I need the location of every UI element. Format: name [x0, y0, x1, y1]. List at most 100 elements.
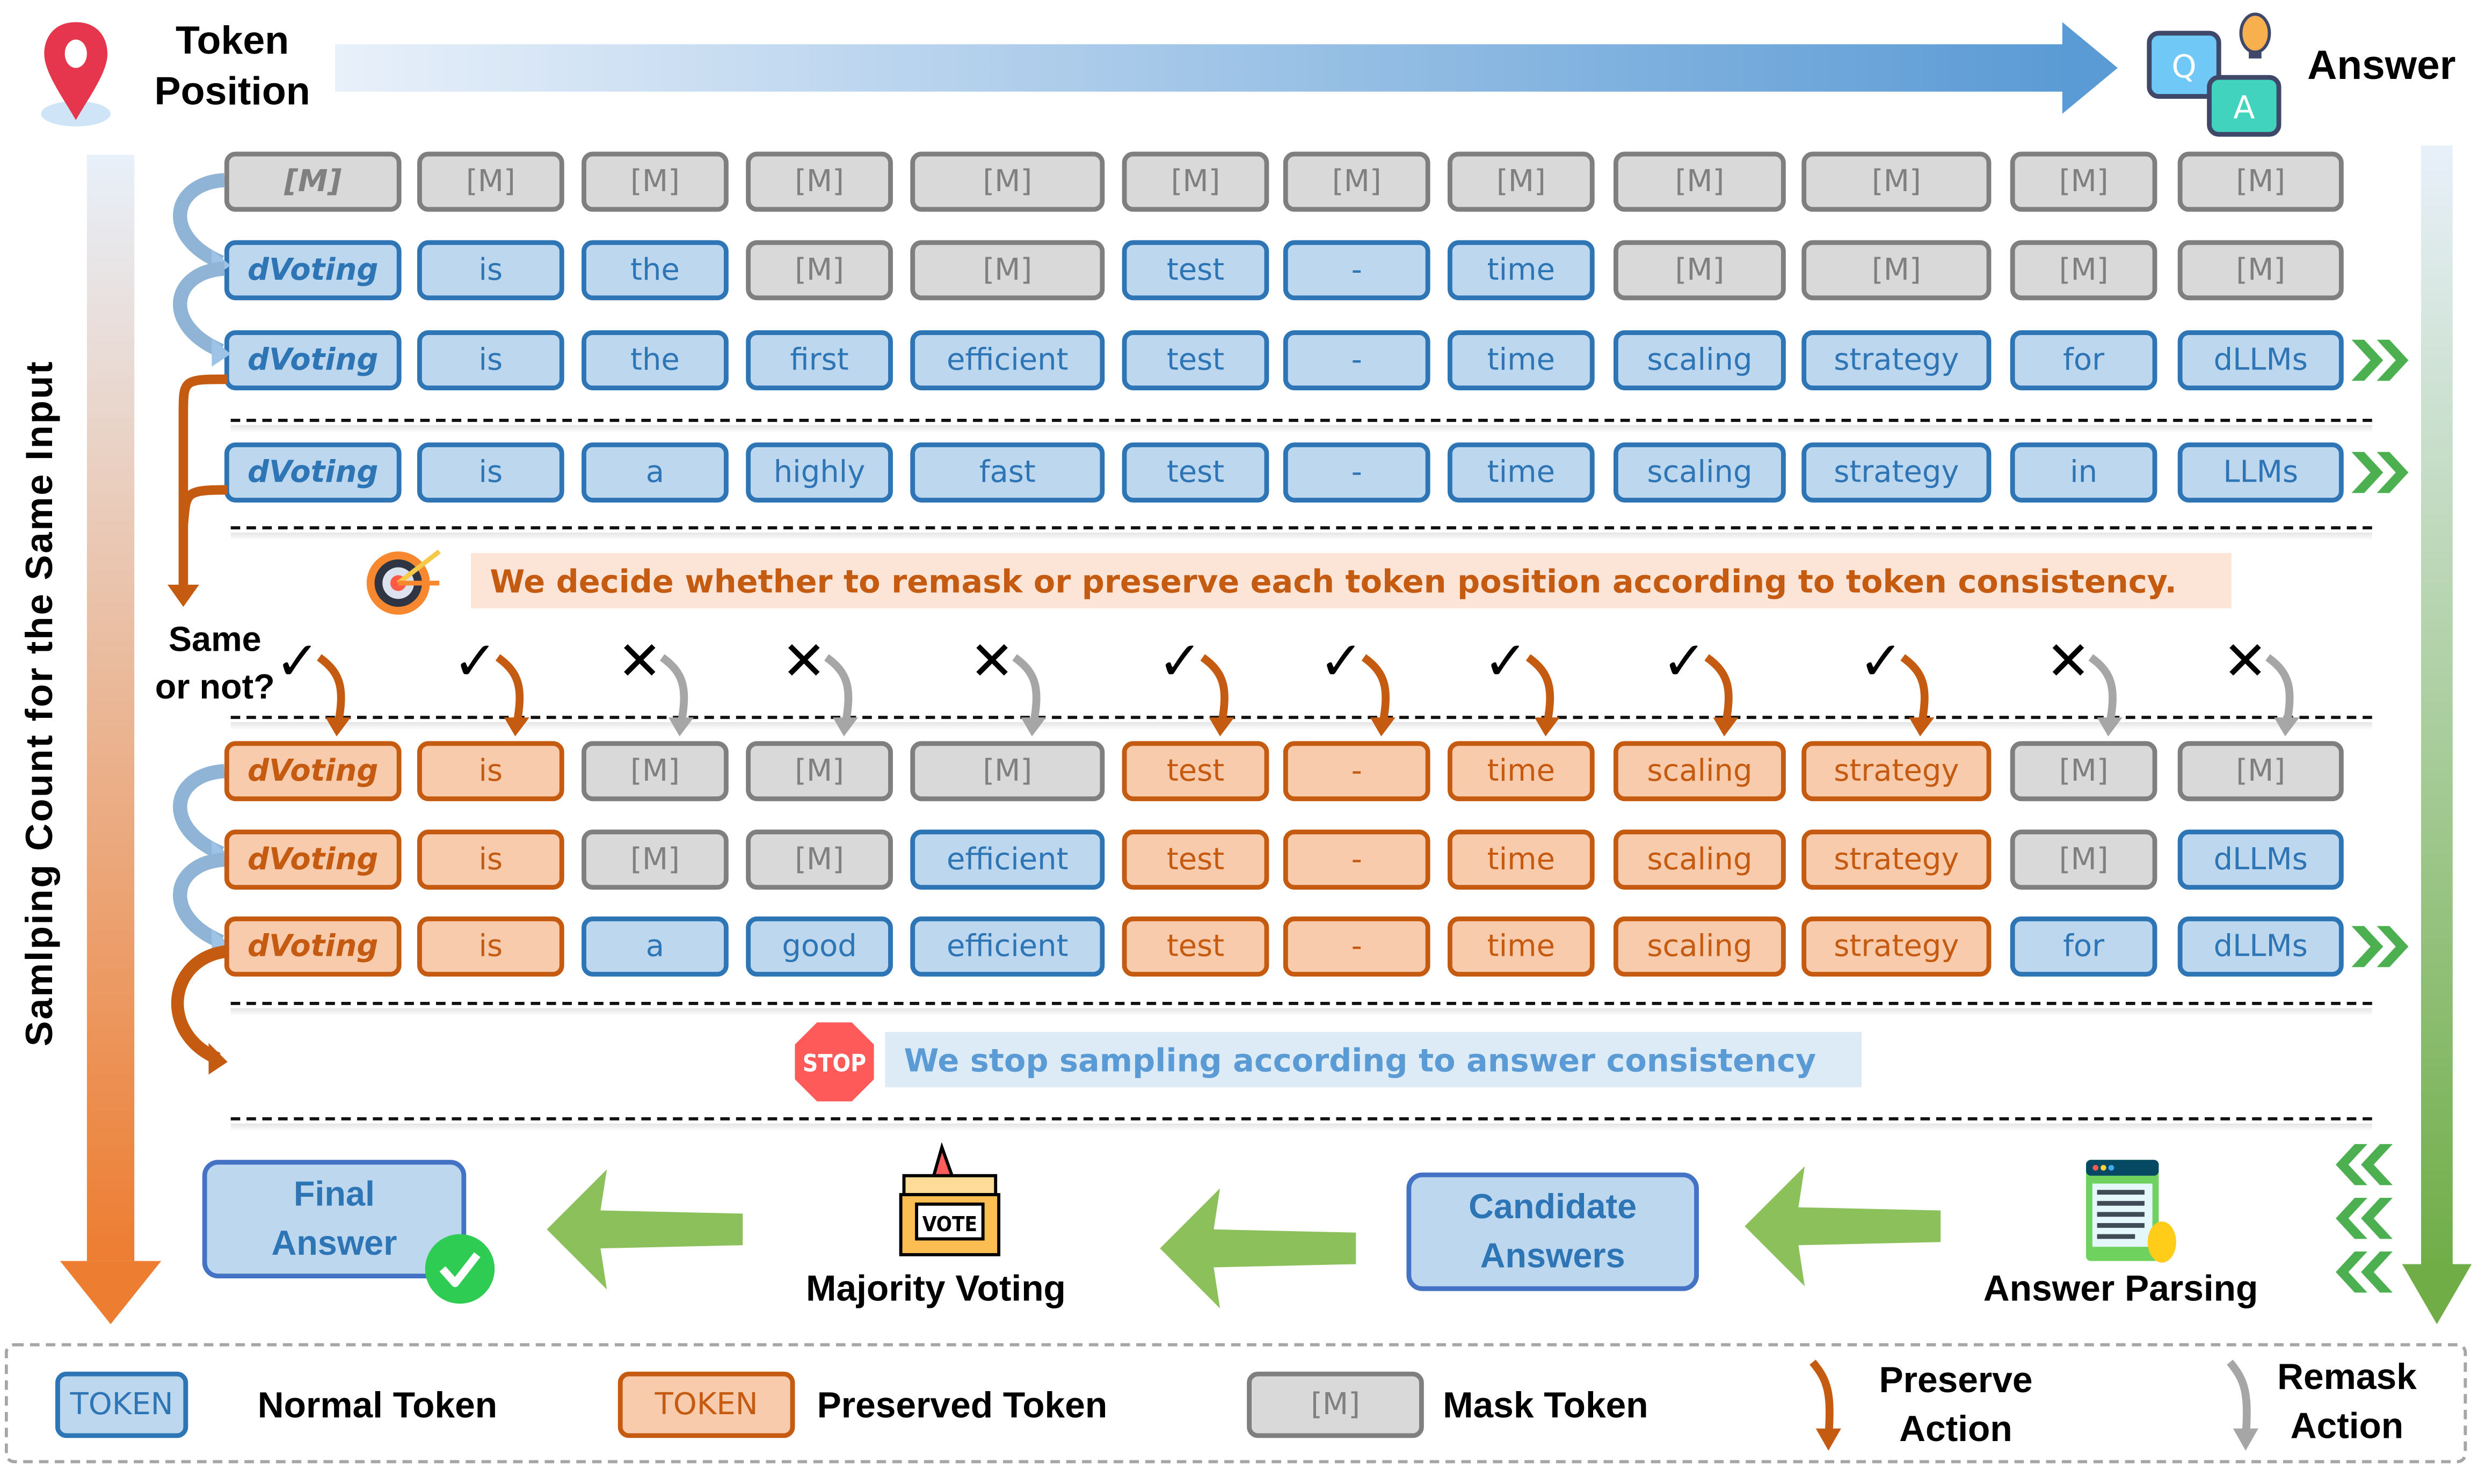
preserved-token: scaling: [1614, 830, 1786, 890]
normal-token: dLLMs: [2177, 830, 2344, 890]
complete-chevron-icon: [2351, 926, 2409, 967]
preserve-action-arrow: [1361, 654, 1395, 737]
separator-line: [230, 526, 2372, 541]
mask-token: [M]: [910, 151, 1105, 212]
cross-mark-icon: ✕: [781, 630, 827, 694]
token-consistency-callout: We decide whether to remask or preserve …: [471, 553, 2232, 609]
normal-token: -: [1283, 330, 1430, 390]
denoise-step-arrows-lower: [171, 764, 231, 1075]
normal-token: test: [1122, 442, 1269, 503]
preserve-action-arrow: [317, 654, 351, 737]
normal-token: is: [417, 330, 564, 390]
preserved-token: is: [417, 741, 564, 802]
normal-token: scaling: [1614, 330, 1786, 390]
token-position-arrow: [335, 22, 2118, 114]
normal-token: -: [1283, 240, 1430, 301]
separator-line: [230, 418, 2372, 433]
mask-token: [M]: [1122, 151, 1269, 212]
mask-token: [M]: [2177, 741, 2344, 802]
mask-token: [M]: [582, 741, 729, 802]
preserved-token: dVoting: [224, 916, 402, 977]
preserved-token: test: [1122, 916, 1269, 977]
separator-line: [230, 1117, 2372, 1132]
mask-token: [M]: [2177, 240, 2344, 301]
token-position-label: Token Position: [154, 19, 310, 114]
mask-token: [M]: [910, 240, 1105, 301]
preserved-token: test: [1122, 741, 1269, 802]
stop-sign-icon: STOP: [795, 1022, 874, 1102]
normal-token: dVoting: [224, 330, 402, 390]
normal-token: test: [1122, 330, 1269, 390]
preserved-token: strategy: [1801, 741, 1992, 802]
remask-action-arrow: [823, 654, 858, 737]
normal-token: the: [582, 240, 729, 301]
check-mark-icon: ✓: [1483, 630, 1529, 694]
back-chevron-icon: [2336, 1197, 2393, 1239]
preserve-action-arrow: [495, 654, 529, 737]
preserve-action-arrow-icon: [1810, 1359, 1841, 1451]
normal-token: efficient: [910, 830, 1105, 890]
preserve-action-arrow: [1900, 654, 1935, 737]
preserve-action-arrow: [1199, 654, 1234, 737]
normal-token: for: [2010, 330, 2157, 390]
q-letter: Q: [2171, 48, 2196, 85]
complete-chevron-icon: [2351, 452, 2409, 493]
normal-token: a: [582, 916, 729, 977]
preserved-token: test: [1122, 830, 1269, 890]
check-mark-icon: ✓: [1858, 630, 1904, 694]
sampling-count-arrow: [60, 155, 162, 1325]
preserve-action-arrow: [1525, 654, 1559, 737]
normal-token: fast: [910, 442, 1105, 503]
legend-mask-token-sample: [M]: [1247, 1371, 1424, 1438]
mask-token: [M]: [2177, 151, 2344, 212]
mask-token: [M]: [1801, 240, 1992, 301]
normal-token: LLMs: [2177, 442, 2344, 503]
remask-action-arrow: [2088, 654, 2122, 737]
preserved-token: -: [1283, 741, 1430, 802]
normal-token: efficient: [910, 330, 1105, 390]
legend-mask-token-label: Mask Token: [1443, 1384, 1648, 1425]
normal-token: time: [1447, 330, 1595, 390]
normal-token: the: [582, 330, 729, 390]
mask-token: [M]: [224, 151, 402, 212]
check-mark-icon: ✓: [1319, 630, 1364, 694]
answer-parsing-icon: [2086, 1160, 2176, 1263]
preserved-token: time: [1447, 741, 1595, 802]
normal-token: time: [1447, 442, 1595, 503]
same-or-not-label: Same or not?: [155, 619, 275, 707]
candidate-answers-box: Candidate Answers: [1406, 1172, 1699, 1291]
collect-answers-bracket: [167, 374, 228, 607]
preserved-token: scaling: [1614, 916, 1786, 977]
normal-token: dVoting: [224, 240, 402, 301]
normal-token: test: [1122, 240, 1269, 301]
stop-sign-text: STOP: [803, 1050, 867, 1077]
a-letter: A: [2233, 89, 2255, 126]
normal-token: for: [2010, 916, 2157, 977]
preserved-token: strategy: [1801, 830, 1992, 890]
mask-token: [M]: [746, 151, 893, 212]
mask-token: [M]: [1614, 151, 1786, 212]
remask-action-arrow: [659, 654, 693, 737]
preserved-token: time: [1447, 830, 1595, 890]
preserved-token: -: [1283, 916, 1430, 977]
denoise-step-arrows-upper: [173, 173, 231, 367]
remask-action-arrow-icon: [2227, 1359, 2258, 1451]
cross-mark-icon: ✕: [969, 630, 1015, 694]
normal-token: efficient: [910, 916, 1105, 977]
remask-action-arrow: [2264, 654, 2299, 737]
normal-token: dVoting: [224, 442, 402, 503]
answer-label: Answer: [2307, 41, 2456, 89]
preserved-token: strategy: [1801, 916, 1992, 977]
answer-flow-arrow: [2402, 145, 2472, 1325]
check-mark-icon: ✓: [453, 630, 498, 694]
answer-consistency-callout: We stop sampling according to answer con…: [885, 1031, 1862, 1087]
legend-normal-token-label: Normal Token: [257, 1384, 498, 1425]
flow-arrow-left: [1160, 1188, 1356, 1308]
legend-preserved-token-sample: TOKEN: [617, 1371, 795, 1438]
normal-token: strategy: [1801, 330, 1992, 390]
mask-token: [M]: [417, 151, 564, 212]
question-answer-icon: Q A: [2147, 12, 2281, 137]
answer-parsing-label: Answer Parsing: [1983, 1267, 2258, 1308]
normal-token: dLLMs: [2177, 330, 2344, 390]
back-chevron-icon: [2336, 1144, 2393, 1185]
